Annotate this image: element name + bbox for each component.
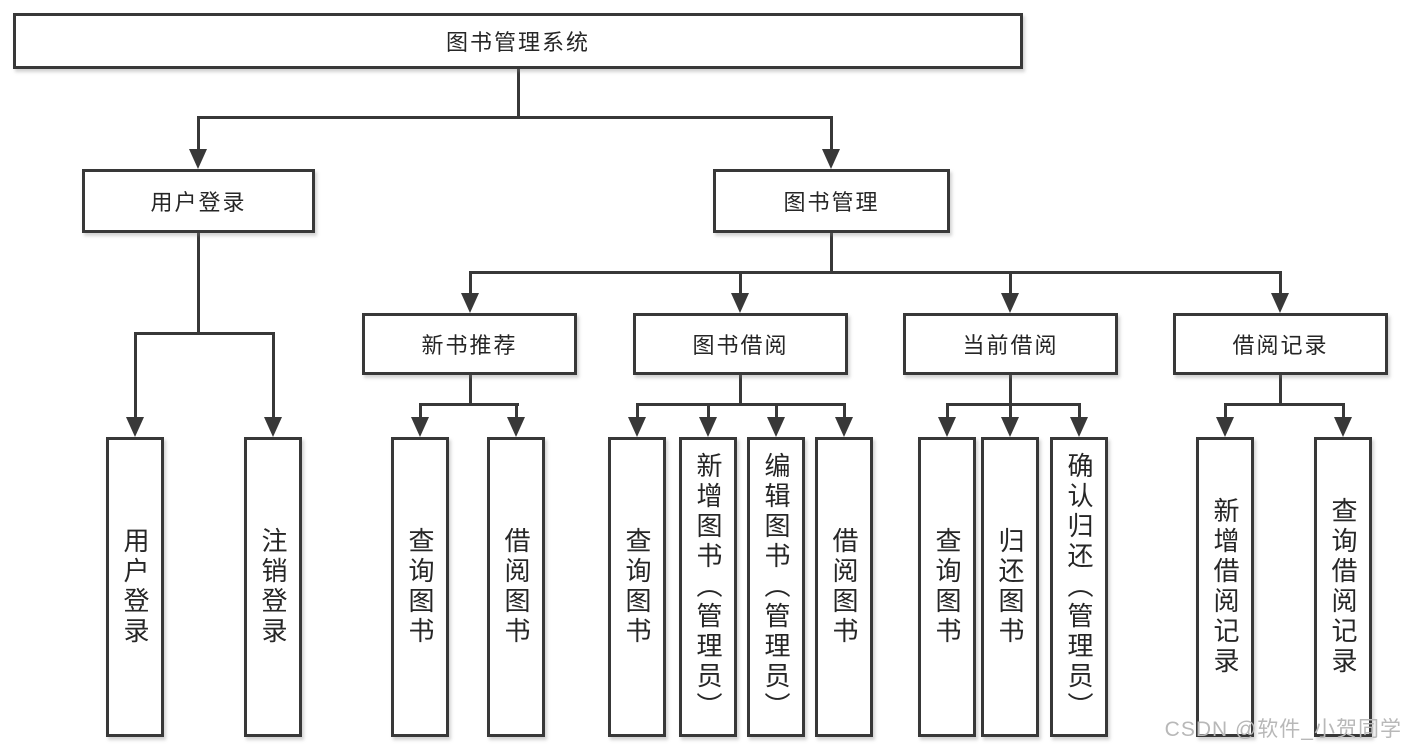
- connector-level3-drop: [1279, 271, 1282, 295]
- connector-leaf-drop: [419, 403, 422, 419]
- connector-current-borrow-bar: [946, 403, 1081, 406]
- node-book-borrowing: 图书借阅: [633, 313, 848, 375]
- connector-leaf-drop: [636, 403, 639, 419]
- leaf-borrow-books-recommend: 借阅图书: [487, 437, 545, 737]
- leaf-add-borrow-record: 新增借阅记录: [1196, 437, 1254, 737]
- connector-leaf-drop: [707, 403, 710, 419]
- leaf-user-login: 用户登录: [106, 437, 164, 737]
- connector-leaf-drop: [843, 403, 846, 419]
- arrow-down-icon: [126, 417, 144, 437]
- leaf-return-book: 归还图书: [981, 437, 1039, 737]
- node-label: 新增图书（管理员）: [693, 452, 723, 722]
- arrow-down-icon: [699, 417, 717, 437]
- node-label: 新增借阅记录: [1210, 497, 1240, 677]
- connector-leaf-drop: [775, 403, 778, 419]
- leaf-logout: 注销登录: [244, 437, 302, 737]
- connector-new-book-stem: [469, 374, 472, 405]
- arrow-down-icon: [938, 417, 956, 437]
- connector-level3-bar: [469, 271, 1282, 274]
- connector-level3-drop: [1009, 271, 1012, 295]
- node-current-borrowing: 当前借阅: [903, 313, 1118, 375]
- node-label: 确认归还（管理员）: [1064, 452, 1094, 722]
- node-label: 注销登录: [258, 527, 288, 647]
- arrow-down-icon: [461, 293, 479, 313]
- arrow-down-icon: [1334, 417, 1352, 437]
- connector-leaf-drop: [134, 332, 137, 419]
- connector-leaf-drop: [1342, 403, 1345, 419]
- arrow-down-icon: [1271, 293, 1289, 313]
- node-book-management: 图书管理: [713, 169, 950, 233]
- arrow-down-icon: [1216, 417, 1234, 437]
- connector-leaf-drop: [272, 332, 275, 419]
- arrow-down-icon: [1001, 293, 1019, 313]
- arrow-down-icon: [767, 417, 785, 437]
- arrow-down-icon: [1001, 417, 1019, 437]
- leaf-query-books-borrowing: 查询图书: [608, 437, 666, 737]
- node-label: 借阅记录: [1232, 333, 1329, 358]
- node-new-book-recommendation: 新书推荐: [362, 313, 577, 375]
- leaf-add-book-admin: 新增图书（管理员）: [679, 437, 737, 737]
- node-label: 图书管理系统: [445, 30, 590, 55]
- leaf-query-borrow-record: 查询借阅记录: [1314, 437, 1372, 737]
- arrow-down-icon: [628, 417, 646, 437]
- node-label: 归还图书: [995, 527, 1025, 647]
- node-user-login: 用户登录: [82, 169, 315, 233]
- arrow-down-icon: [264, 417, 282, 437]
- node-label: 编辑图书（管理员）: [761, 452, 791, 722]
- connector-book-management-stem: [830, 232, 833, 274]
- connector-borrow-records-bar: [1224, 403, 1345, 406]
- arrow-down-icon: [835, 417, 853, 437]
- arrow-down-icon: [411, 417, 429, 437]
- node-label: 新书推荐: [421, 333, 518, 358]
- connector-new-book-bar: [419, 403, 519, 406]
- connector-user-login-stem: [197, 232, 200, 334]
- csdn-watermark: CSDN @软件_小贺同学: [1164, 718, 1402, 741]
- connector-level2-bar: [197, 116, 833, 119]
- connector-leaf-drop: [515, 403, 518, 419]
- node-library-management-system: 图书管理系统: [13, 13, 1023, 69]
- leaf-borrow-books-borrowing: 借阅图书: [815, 437, 873, 737]
- leaf-confirm-return-admin: 确认归还（管理员）: [1050, 437, 1108, 737]
- arrow-down-icon: [507, 417, 525, 437]
- connector-root-stem: [517, 69, 520, 117]
- node-label: 当前借阅: [962, 333, 1059, 358]
- leaf-query-books-current: 查询图书: [918, 437, 976, 737]
- connector-book-borrow-bar: [636, 403, 845, 406]
- node-label: 用户登录: [120, 527, 150, 647]
- connector-level3-drop: [469, 271, 472, 295]
- leaf-edit-book-admin: 编辑图书（管理员）: [747, 437, 805, 737]
- connector-current-borrow-stem: [1009, 374, 1012, 405]
- arrow-down-icon: [822, 149, 840, 169]
- leaf-query-books-recommend: 查询图书: [391, 437, 449, 737]
- connector-leaf-drop: [1009, 403, 1012, 419]
- connector-leaf-drop: [1078, 403, 1081, 419]
- node-label: 借阅图书: [829, 527, 859, 647]
- connector-level3-drop: [739, 271, 742, 295]
- connector-book-management-drop: [830, 116, 833, 150]
- connector-book-borrow-stem: [739, 374, 742, 405]
- node-label: 借阅图书: [501, 527, 531, 647]
- connector-borrow-records-stem: [1279, 374, 1282, 405]
- connector-user-login-bar: [134, 332, 275, 335]
- node-label: 查询图书: [932, 527, 962, 647]
- arrow-down-icon: [731, 293, 749, 313]
- arrow-down-icon: [189, 149, 207, 169]
- node-label: 图书管理: [783, 190, 880, 215]
- connector-leaf-drop: [946, 403, 949, 419]
- node-label: 查询图书: [405, 527, 435, 647]
- connector-user-login-drop: [197, 116, 200, 150]
- node-label: 图书借阅: [692, 333, 789, 358]
- node-label: 查询图书: [622, 527, 652, 647]
- node-borrowing-records: 借阅记录: [1173, 313, 1388, 375]
- node-label: 用户登录: [150, 190, 247, 215]
- node-label: 查询借阅记录: [1328, 497, 1358, 677]
- arrow-down-icon: [1070, 417, 1088, 437]
- connector-leaf-drop: [1224, 403, 1227, 419]
